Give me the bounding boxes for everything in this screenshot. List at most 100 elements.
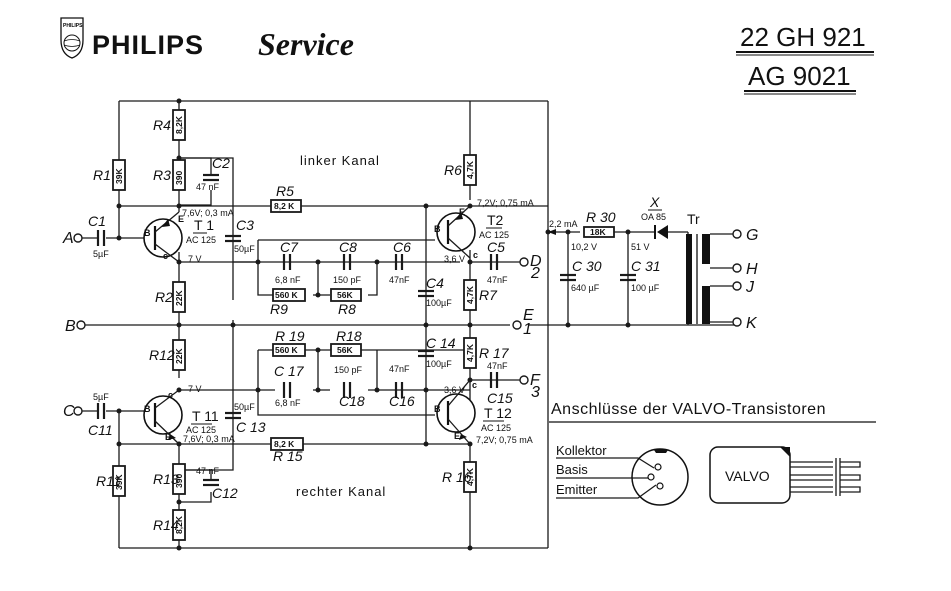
- c13-wire: [179, 320, 234, 471]
- svg-text:A: A: [62, 230, 74, 247]
- terminal-f[interactable]: F 3: [519, 372, 541, 401]
- svg-text:390: 390: [174, 171, 184, 185]
- svg-text:c: c: [168, 390, 173, 400]
- svg-text:AC 125: AC 125: [186, 235, 216, 245]
- svg-text:H: H: [746, 261, 758, 278]
- svg-text:4,7K: 4,7K: [465, 343, 475, 362]
- svg-text:47nF: 47nF: [389, 364, 410, 374]
- svg-text:50µF: 50µF: [234, 402, 255, 412]
- philips-shield-icon: [60, 17, 84, 59]
- terminal-g[interactable]: G: [732, 227, 758, 244]
- svg-text:R2: R2: [155, 289, 173, 305]
- resistor-r7: 4,7K R7: [463, 279, 498, 311]
- terminal-j[interactable]: J: [732, 279, 755, 296]
- capacitor-c30: C 30 640 µF: [560, 258, 602, 293]
- svg-text:R12: R12: [149, 347, 175, 363]
- resistor-r9: 560 K R9: [270, 288, 306, 317]
- capacitor-c17: C 17 6,8 nF: [274, 363, 305, 408]
- svg-text:7,2V; 0,75 mA: 7,2V; 0,75 mA: [477, 198, 534, 208]
- svg-text:R13: R13: [153, 471, 179, 487]
- resistor-r15: 8,2 K R 15: [270, 437, 304, 464]
- capacitor-c2: C2 47 nF: [196, 155, 230, 192]
- svg-text:R8: R8: [338, 301, 356, 317]
- terminal-e[interactable]: E 1: [512, 307, 534, 338]
- svg-text:C 14: C 14: [426, 335, 456, 351]
- svg-text:R1: R1: [93, 167, 111, 183]
- svg-text:C12: C12: [212, 485, 238, 501]
- supply-annotations: 2,2 mA 10,2 V 51 V: [548, 219, 650, 252]
- svg-text:39K: 39K: [114, 474, 124, 490]
- svg-text:T2: T2: [487, 212, 504, 228]
- svg-text:56K: 56K: [337, 345, 353, 355]
- svg-text:R6: R6: [444, 162, 462, 178]
- svg-text:c: c: [472, 380, 477, 390]
- transistor-t12-icon: [436, 393, 476, 433]
- svg-text:G: G: [746, 227, 758, 244]
- svg-text:3,6 V: 3,6 V: [444, 385, 465, 395]
- feedback-right: [179, 349, 470, 391]
- capacitor-c18: 150 pF C18: [334, 365, 365, 409]
- svg-text:18K: 18K: [590, 227, 606, 237]
- capacitor-c5: C5 47nF: [487, 239, 508, 285]
- feedback-left: [233, 261, 460, 295]
- svg-text:AC 125: AC 125: [186, 425, 216, 435]
- terminal-a[interactable]: A: [62, 230, 83, 247]
- svg-text:E: E: [454, 431, 460, 441]
- svg-text:C1: C1: [88, 213, 106, 229]
- svg-text:7,6V; 0,3 mA: 7,6V; 0,3 mA: [182, 208, 234, 218]
- svg-text:R 30: R 30: [586, 209, 616, 225]
- svg-text:B: B: [434, 404, 441, 414]
- svg-text:7,6V; 0,3 mA: 7,6V; 0,3 mA: [183, 434, 235, 444]
- pinout-title: Anschlüsse der VALVO-Transistoren: [551, 401, 826, 418]
- svg-text:10,2 V: 10,2 V: [571, 242, 597, 252]
- to-package-icon: [631, 448, 689, 506]
- resistor-r30: 18K R 30: [583, 209, 616, 238]
- resistor-r11: 39K R11: [96, 465, 126, 497]
- svg-text:K: K: [746, 315, 758, 332]
- svg-text:R 15: R 15: [273, 448, 303, 464]
- svg-text:F: F: [530, 372, 541, 389]
- svg-text:C2: C2: [212, 155, 230, 171]
- svg-text:B: B: [144, 228, 151, 238]
- capacitor-c6: C6 47nF: [389, 239, 411, 285]
- collector-marker: [654, 449, 668, 453]
- transistor-t11-icon: [143, 395, 183, 435]
- terminal-b[interactable]: B: [65, 318, 86, 335]
- diode-x: X OA 85: [641, 194, 668, 239]
- resistor-r6: 4,7K R6: [444, 154, 477, 186]
- resistor-r2: 22K R2: [155, 281, 186, 313]
- svg-text:4,7K: 4,7K: [465, 467, 475, 486]
- left-channel-label: linker Kanal: [300, 153, 380, 168]
- svg-text:47 nF: 47 nF: [196, 182, 220, 192]
- logo-text: PHILIPS: [63, 23, 83, 29]
- transformer-tr: Tr: [686, 211, 733, 324]
- svg-text:5µF: 5µF: [93, 392, 109, 402]
- supply-caps: [567, 232, 629, 325]
- terminal-k[interactable]: K: [732, 315, 758, 332]
- capacitor-c8: C8 150 pF: [333, 239, 362, 285]
- svg-text:R11: R11: [96, 473, 121, 489]
- svg-text:C6: C6: [393, 239, 411, 255]
- svg-text:R14: R14: [153, 517, 179, 533]
- terminal-c[interactable]: C: [63, 403, 83, 420]
- svg-text:C3: C3: [236, 217, 254, 233]
- resistor-r8: 56K R8: [330, 288, 362, 317]
- svg-text:8,2 K: 8,2 K: [274, 201, 295, 211]
- svg-text:T 12: T 12: [484, 405, 512, 421]
- terminal-h[interactable]: H: [732, 261, 758, 278]
- svg-text:J: J: [745, 279, 755, 296]
- model-number-2: AG 9021: [748, 61, 851, 91]
- svg-text:4,7K: 4,7K: [465, 285, 475, 304]
- terminal-d[interactable]: D 2: [519, 253, 542, 282]
- capacitor-c4: C4 100µF: [418, 275, 452, 308]
- svg-text:2,2 mA: 2,2 mA: [549, 219, 578, 229]
- svg-text:R 19: R 19: [275, 328, 305, 344]
- svg-text:c: c: [163, 251, 168, 261]
- svg-text:2: 2: [530, 265, 540, 282]
- philips-waves: [63, 39, 81, 47]
- resistor-r18: 56K R18: [330, 328, 362, 357]
- transistor-t1: B E c T 1 AC 125 7,6V; 0,3 mA 7 V: [143, 208, 234, 264]
- svg-text:AC 125: AC 125: [479, 230, 509, 240]
- svg-text:D: D: [530, 253, 542, 270]
